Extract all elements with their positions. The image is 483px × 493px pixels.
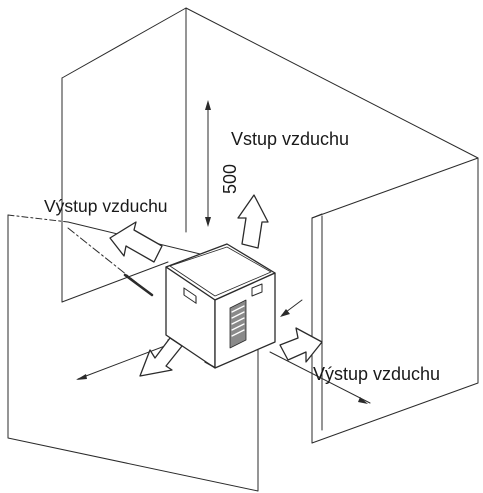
arrow-inlet-top-icon [237, 194, 269, 249]
dimension-right [269, 299, 371, 404]
centerline [67, 227, 154, 297]
dimension-floor-left [76, 340, 179, 380]
arrow-outlet-left-icon [109, 221, 163, 263]
unit-panel-top [251, 283, 263, 297]
unit-vent-grille [229, 299, 247, 349]
label-clearance-500: 500 [220, 163, 240, 194]
dimension-500-line [205, 100, 211, 227]
arrow-outlet-bottom-icon [139, 337, 183, 377]
left-front-wall [7, 214, 259, 492]
label-air-outlet-right: Výstup vzduchu [313, 364, 441, 384]
label-air-outlet-left: Výstup vzduchu [44, 196, 168, 216]
arrow-outlet-right-icon [279, 327, 323, 363]
label-air-inlet: Vstup vzduchu [231, 129, 350, 149]
right-wall [311, 157, 479, 444]
dryer-unit [165, 243, 276, 369]
airflow-arrows [109, 194, 323, 377]
